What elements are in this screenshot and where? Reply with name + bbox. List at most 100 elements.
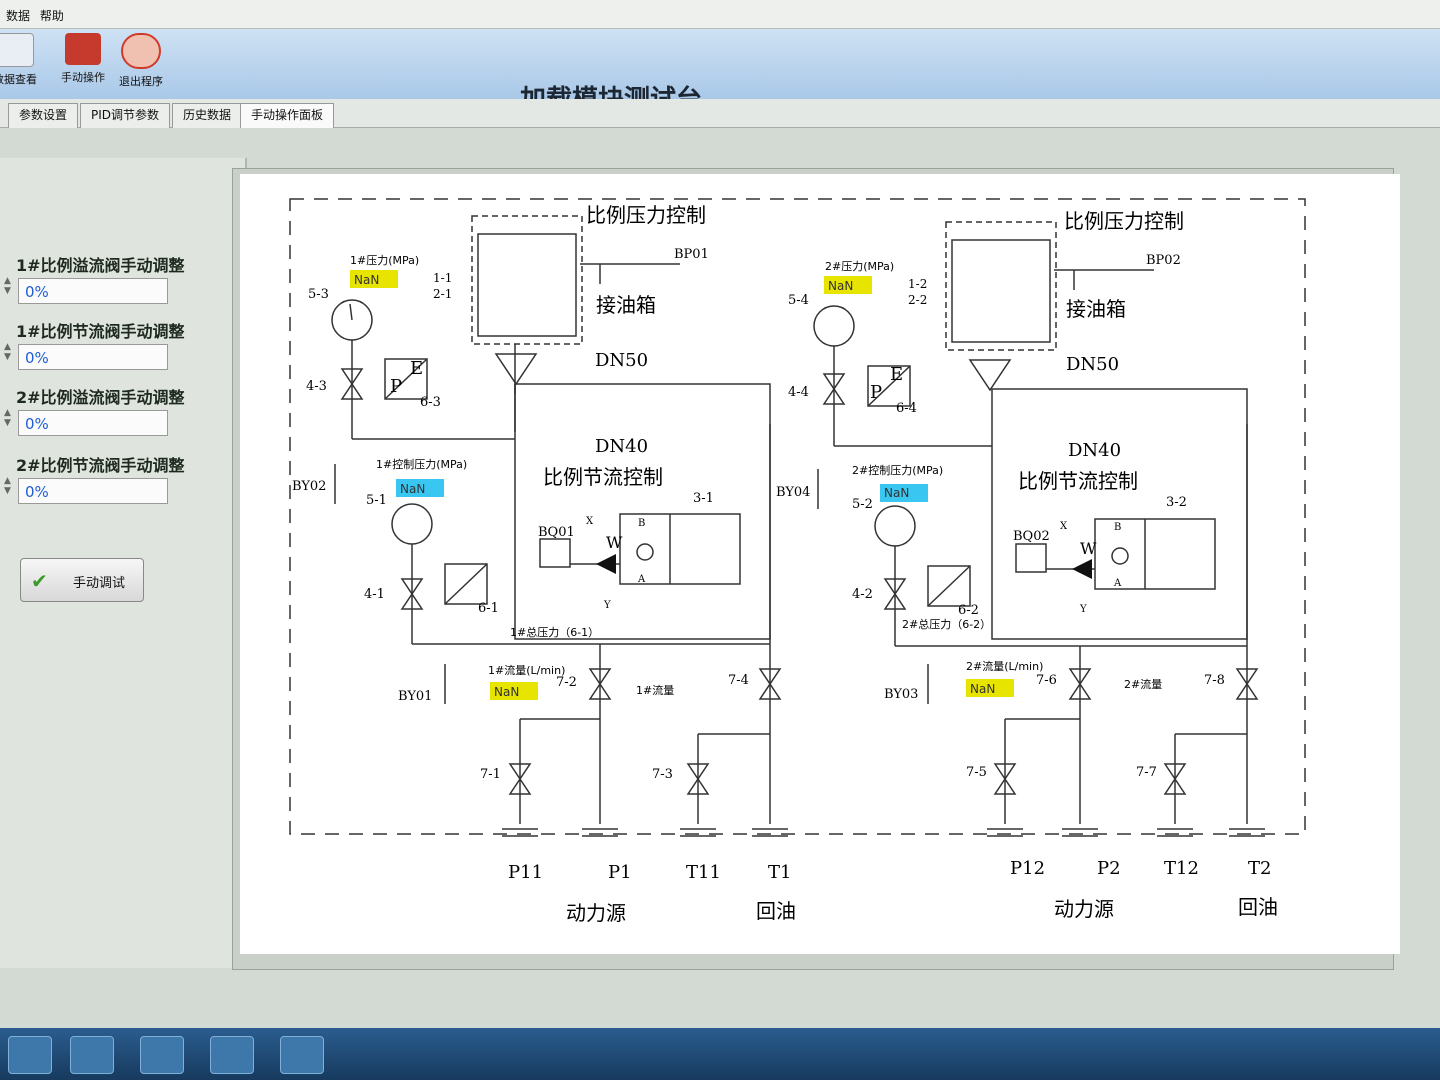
valve-7-5: [993, 763, 1017, 795]
valve-7-7-label: 7-7: [1136, 765, 1157, 780]
relief-valve-2-input[interactable]: 0%: [18, 410, 168, 436]
spinner-arrows-icon[interactable]: ▲▼: [4, 276, 11, 296]
checkmark-icon: ✔: [31, 569, 48, 593]
taskbar: [0, 1028, 1440, 1080]
port-p2: P2: [1097, 858, 1121, 879]
valve-7-7: [1163, 763, 1187, 795]
pe-6-2: [927, 565, 971, 607]
pressure-control-block-2: [945, 221, 1057, 351]
valve-letter-b-1: B: [638, 518, 645, 529]
spinner-arrows-icon[interactable]: ▲▼: [4, 342, 11, 362]
bq02-box: [1015, 543, 1047, 573]
pe-6-4: [867, 365, 911, 407]
valve-7-4-label: 7-4: [728, 673, 749, 688]
gauge-5-2: [874, 505, 916, 547]
gauge-5-4-label: 5-4: [788, 293, 809, 308]
total-pressure-1-label: 1#总压力（6-1）: [510, 625, 599, 639]
valve-3-1-label: 3-1: [693, 491, 714, 506]
manual-debug-button[interactable]: ✔ 手动调试: [20, 558, 144, 602]
app-icon[interactable]: [280, 1036, 324, 1074]
port-p12: P12: [1010, 858, 1045, 879]
bq01-box: [539, 538, 571, 568]
power-source-2: 动力源: [1054, 897, 1114, 921]
valve-letter-a-2: A: [1113, 578, 1122, 589]
pressure-control-title-2: 比例压力控制: [1064, 209, 1184, 233]
control-pressure-2-label: 2#控制压力(MPa): [852, 463, 943, 477]
flow-control-title-1: 比例节流控制: [543, 465, 663, 489]
spinner-arrows-icon[interactable]: ▲▼: [4, 408, 11, 428]
app-icon[interactable]: [210, 1036, 254, 1074]
app-icon[interactable]: [140, 1036, 184, 1074]
valve-7-3: [686, 763, 710, 795]
valve-4-1-label: 4-1: [364, 587, 385, 602]
valve-7-2-label: 7-2: [556, 675, 577, 690]
pressure-control-inner-1: [477, 233, 577, 337]
manual-operation-button[interactable]: 手动操作: [48, 31, 118, 93]
bp01-label: BP01: [674, 247, 709, 262]
flow-2-value-box: [966, 679, 1014, 697]
throttle-valve-1-input[interactable]: 0%: [18, 344, 168, 370]
tab-parameter-settings[interactable]: 参数设置: [8, 103, 79, 130]
tab-pid-parameters[interactable]: PID调节参数: [80, 103, 171, 130]
valve-3-2-label: 3-2: [1166, 495, 1187, 510]
app-icon[interactable]: [70, 1036, 114, 1074]
valve-7-6: [1068, 668, 1092, 700]
tag-1-2: 1-2: [908, 277, 927, 291]
pe-letter-p-2: P: [870, 382, 882, 403]
flow-control-title-2: 比例节流控制: [1018, 469, 1138, 493]
valve-letter-a-1: A: [637, 574, 646, 585]
hydraulic-schematic: 比例压力控制 BP01 接油箱 DN50 DN40 比例节流控制 3-1 BQ0…: [289, 198, 1306, 925]
hand-icon: [65, 33, 101, 65]
throttle-valve-1-label: 1#比例节流阀手动调整: [16, 322, 185, 341]
return-oil-1: 回油: [756, 899, 796, 923]
pressure-2-value: NaN: [828, 279, 853, 293]
left-control-panel: 1#比例溢流阀手动调整 ▲▼ 0% 1#比例节流阀手动调整 ▲▼ 0% 2#比例…: [0, 158, 247, 968]
flow-1-label: 1#流量(L/min): [488, 663, 565, 677]
data-view-button[interactable]: 数据查看: [0, 31, 50, 93]
pe-6-3-label: 6-3: [420, 395, 441, 410]
exit-button[interactable]: 退出程序: [106, 31, 176, 93]
pe-6-4-label: 6-4: [896, 401, 917, 416]
gauge-5-2-label: 5-2: [852, 497, 873, 512]
dn40-label-2: DN40: [1068, 440, 1121, 461]
valve-4-4-label: 4-4: [788, 385, 809, 400]
valve-7-5-label: 7-5: [966, 765, 987, 780]
return-oil-2: 回油: [1238, 895, 1278, 919]
solenoid-arrow-2: [1072, 559, 1092, 579]
spinner-arrows-icon[interactable]: ▲▼: [4, 476, 11, 496]
tab-manual-panel[interactable]: 手动操作面板: [240, 103, 335, 130]
valve-4-1: [400, 578, 424, 610]
throttle-valve-2-input[interactable]: 0%: [18, 478, 168, 504]
menu-data[interactable]: 数据: [6, 9, 31, 23]
pe-letter-p-1: P: [390, 376, 402, 397]
tank-label-1: 接油箱: [596, 293, 656, 317]
valve-letter-y-2: Y: [1079, 604, 1087, 615]
flow-valve-3-2: [1094, 518, 1216, 590]
port-p11: P11: [508, 862, 543, 883]
control-pressure-2-value-box: [880, 484, 928, 502]
hydraulic-diagram: 比例压力控制 BP01 接油箱 DN50 DN40 比例节流控制 3-1 BQ0…: [240, 174, 1400, 954]
valve-7-8-label: 7-8: [1204, 673, 1225, 688]
port-t2: T2: [1248, 858, 1271, 879]
menu-help[interactable]: 帮助: [39, 9, 64, 23]
valve-7-4: [758, 668, 782, 700]
valve-7-3-label: 7-3: [652, 767, 673, 782]
pressure-1-label: 1#压力(MPa): [350, 254, 419, 267]
pe-letter-e-1: E: [410, 358, 423, 379]
valve-4-2-label: 4-2: [852, 587, 873, 602]
pressure-control-title-1: 比例压力控制: [586, 203, 706, 227]
flow-1-text: 1#流量: [636, 683, 674, 697]
app-icon[interactable]: [8, 1036, 52, 1074]
control-pressure-1-label: 1#控制压力(MPa): [376, 457, 467, 471]
gauge-5-3-label: 5-3: [308, 287, 329, 302]
tab-history-data[interactable]: 历史数据: [172, 103, 243, 130]
tank-label-2: 接油箱: [1066, 297, 1126, 321]
gauge-5-1: [391, 503, 433, 545]
pressure-control-block-1: [471, 215, 583, 345]
relief-valve-1-input[interactable]: 0%: [18, 278, 168, 304]
pe-letter-e-2: E: [890, 364, 903, 385]
gauge-5-4: [813, 305, 855, 347]
power-source-1: 动力源: [566, 901, 626, 925]
port-p1: P1: [608, 862, 632, 883]
bq02-label: BQ02: [1013, 529, 1050, 544]
